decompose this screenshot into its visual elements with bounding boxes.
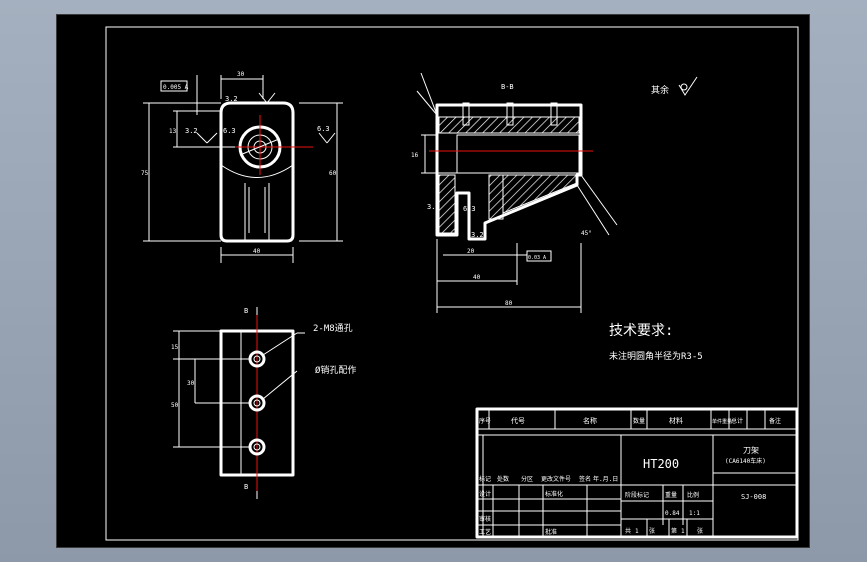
top-view	[173, 307, 305, 499]
tb-review: 审核	[479, 515, 491, 523]
tb-stage: 阶段标记	[625, 491, 649, 499]
section-outline	[435, 103, 583, 241]
front-groove-arc	[220, 164, 294, 178]
front-roughness-4: 6.3	[317, 125, 330, 133]
section-view	[416, 72, 618, 313]
section-hatch-web	[502, 174, 578, 214]
side-tolerance-frame: 0.03 A	[528, 255, 546, 261]
tb-part-name: 刀架	[743, 446, 759, 455]
side-roughness-2: 6.3	[463, 205, 476, 213]
tb-head-qty: 数量	[633, 417, 645, 425]
tech-req-title: 技术要求:	[609, 323, 673, 339]
tb-head-remark: 备注	[769, 417, 781, 425]
tb-sheets-total: 1	[635, 528, 639, 535]
cad-drawing: 0.005 A 30 3.2 6.3 3.2 6.3 75 13 40 60 B…	[105, 26, 799, 541]
tb-weight-value: 0.84	[665, 510, 680, 517]
front-tolerance-frame: 0.005 A	[163, 84, 189, 91]
front-roughness-1: 3.2	[225, 95, 238, 103]
side-dim-2: 40	[473, 274, 481, 281]
tb-head-code: 代号	[511, 416, 525, 425]
side-dim-length: 80	[505, 300, 513, 307]
tb-material: HT200	[643, 457, 679, 471]
section-hatch-rib	[488, 174, 504, 220]
tb-sheets-total-post: 张	[649, 527, 655, 535]
tb-rev-file: 更改文件号	[541, 475, 571, 483]
tb-sheet-no-post: 张	[697, 527, 703, 535]
front-outline	[219, 101, 295, 243]
roughness-other	[678, 76, 698, 96]
label-through-holes: 2-M8通孔	[313, 323, 353, 334]
front-dim-height: 75	[141, 170, 149, 177]
drawing-border	[105, 26, 799, 541]
tb-head-material: 材料	[669, 416, 683, 425]
top-dim-1: 15	[171, 344, 179, 351]
tb-head-total: 总计	[731, 417, 743, 425]
top-cut-label-bottom: B	[244, 483, 248, 491]
tb-approve: 批准	[545, 528, 557, 536]
front-dim-right: 60	[329, 170, 337, 177]
tb-scale-label: 比例	[687, 491, 699, 499]
label-pin-hole: Ø销孔配作	[315, 364, 356, 376]
side-roughness-1: 3.2	[427, 203, 440, 211]
tb-rev-mark: 标记	[479, 475, 491, 483]
tb-weight-label: 重量	[665, 491, 677, 499]
top-dim-3: 50	[171, 402, 179, 409]
tb-sheet-no-pre: 第	[671, 527, 677, 535]
side-dim-height: 16	[411, 152, 419, 159]
tb-rev-date: 年.月.日	[593, 475, 618, 483]
front-roughness-3: 3.2	[185, 127, 198, 135]
tb-design: 设计	[479, 490, 491, 498]
side-dim-1: 20	[467, 248, 475, 255]
roughness-other-label: 其余	[651, 84, 669, 96]
front-dim-top: 30	[237, 71, 245, 78]
front-roughness-2: 6.3	[223, 127, 236, 135]
tb-rev-sign: 签名	[579, 475, 591, 483]
tb-standardize: 标准化	[545, 490, 563, 498]
tb-drawing-no: SJ-008	[741, 493, 766, 501]
tb-scale-value: 1:1	[689, 510, 700, 517]
tb-sheet-no: 1	[681, 528, 685, 535]
tb-head-unit-weight: 单件重量	[712, 418, 732, 425]
side-roughness-3: 3.2	[471, 231, 484, 239]
section-hatch-left	[438, 174, 456, 234]
section-label: B-B	[501, 83, 514, 91]
tb-head-no: 序号	[479, 417, 491, 425]
front-dim-center: 13	[169, 128, 177, 135]
top-dim-2: 30	[187, 380, 195, 387]
drawing-sheet: 0.005 A 30 3.2 6.3 3.2 6.3 75 13 40 60 B…	[56, 14, 810, 548]
tb-head-name: 名称	[583, 416, 597, 425]
tb-part-spec: (CA6140车床)	[725, 457, 766, 465]
tb-rev-zone: 分区	[521, 475, 533, 483]
tb-sheets-total-pre: 共	[625, 527, 631, 535]
title-block	[475, 407, 799, 539]
tech-req-note: 未注明圆角半径为R3-5	[609, 350, 703, 362]
front-dim-width: 40	[253, 248, 261, 255]
tb-process: 工艺	[479, 528, 491, 536]
side-dim-angle: 45°	[581, 230, 592, 237]
tb-rev-count: 处数	[497, 475, 509, 483]
top-cut-label-top: B	[244, 307, 248, 315]
front-view	[143, 75, 343, 263]
